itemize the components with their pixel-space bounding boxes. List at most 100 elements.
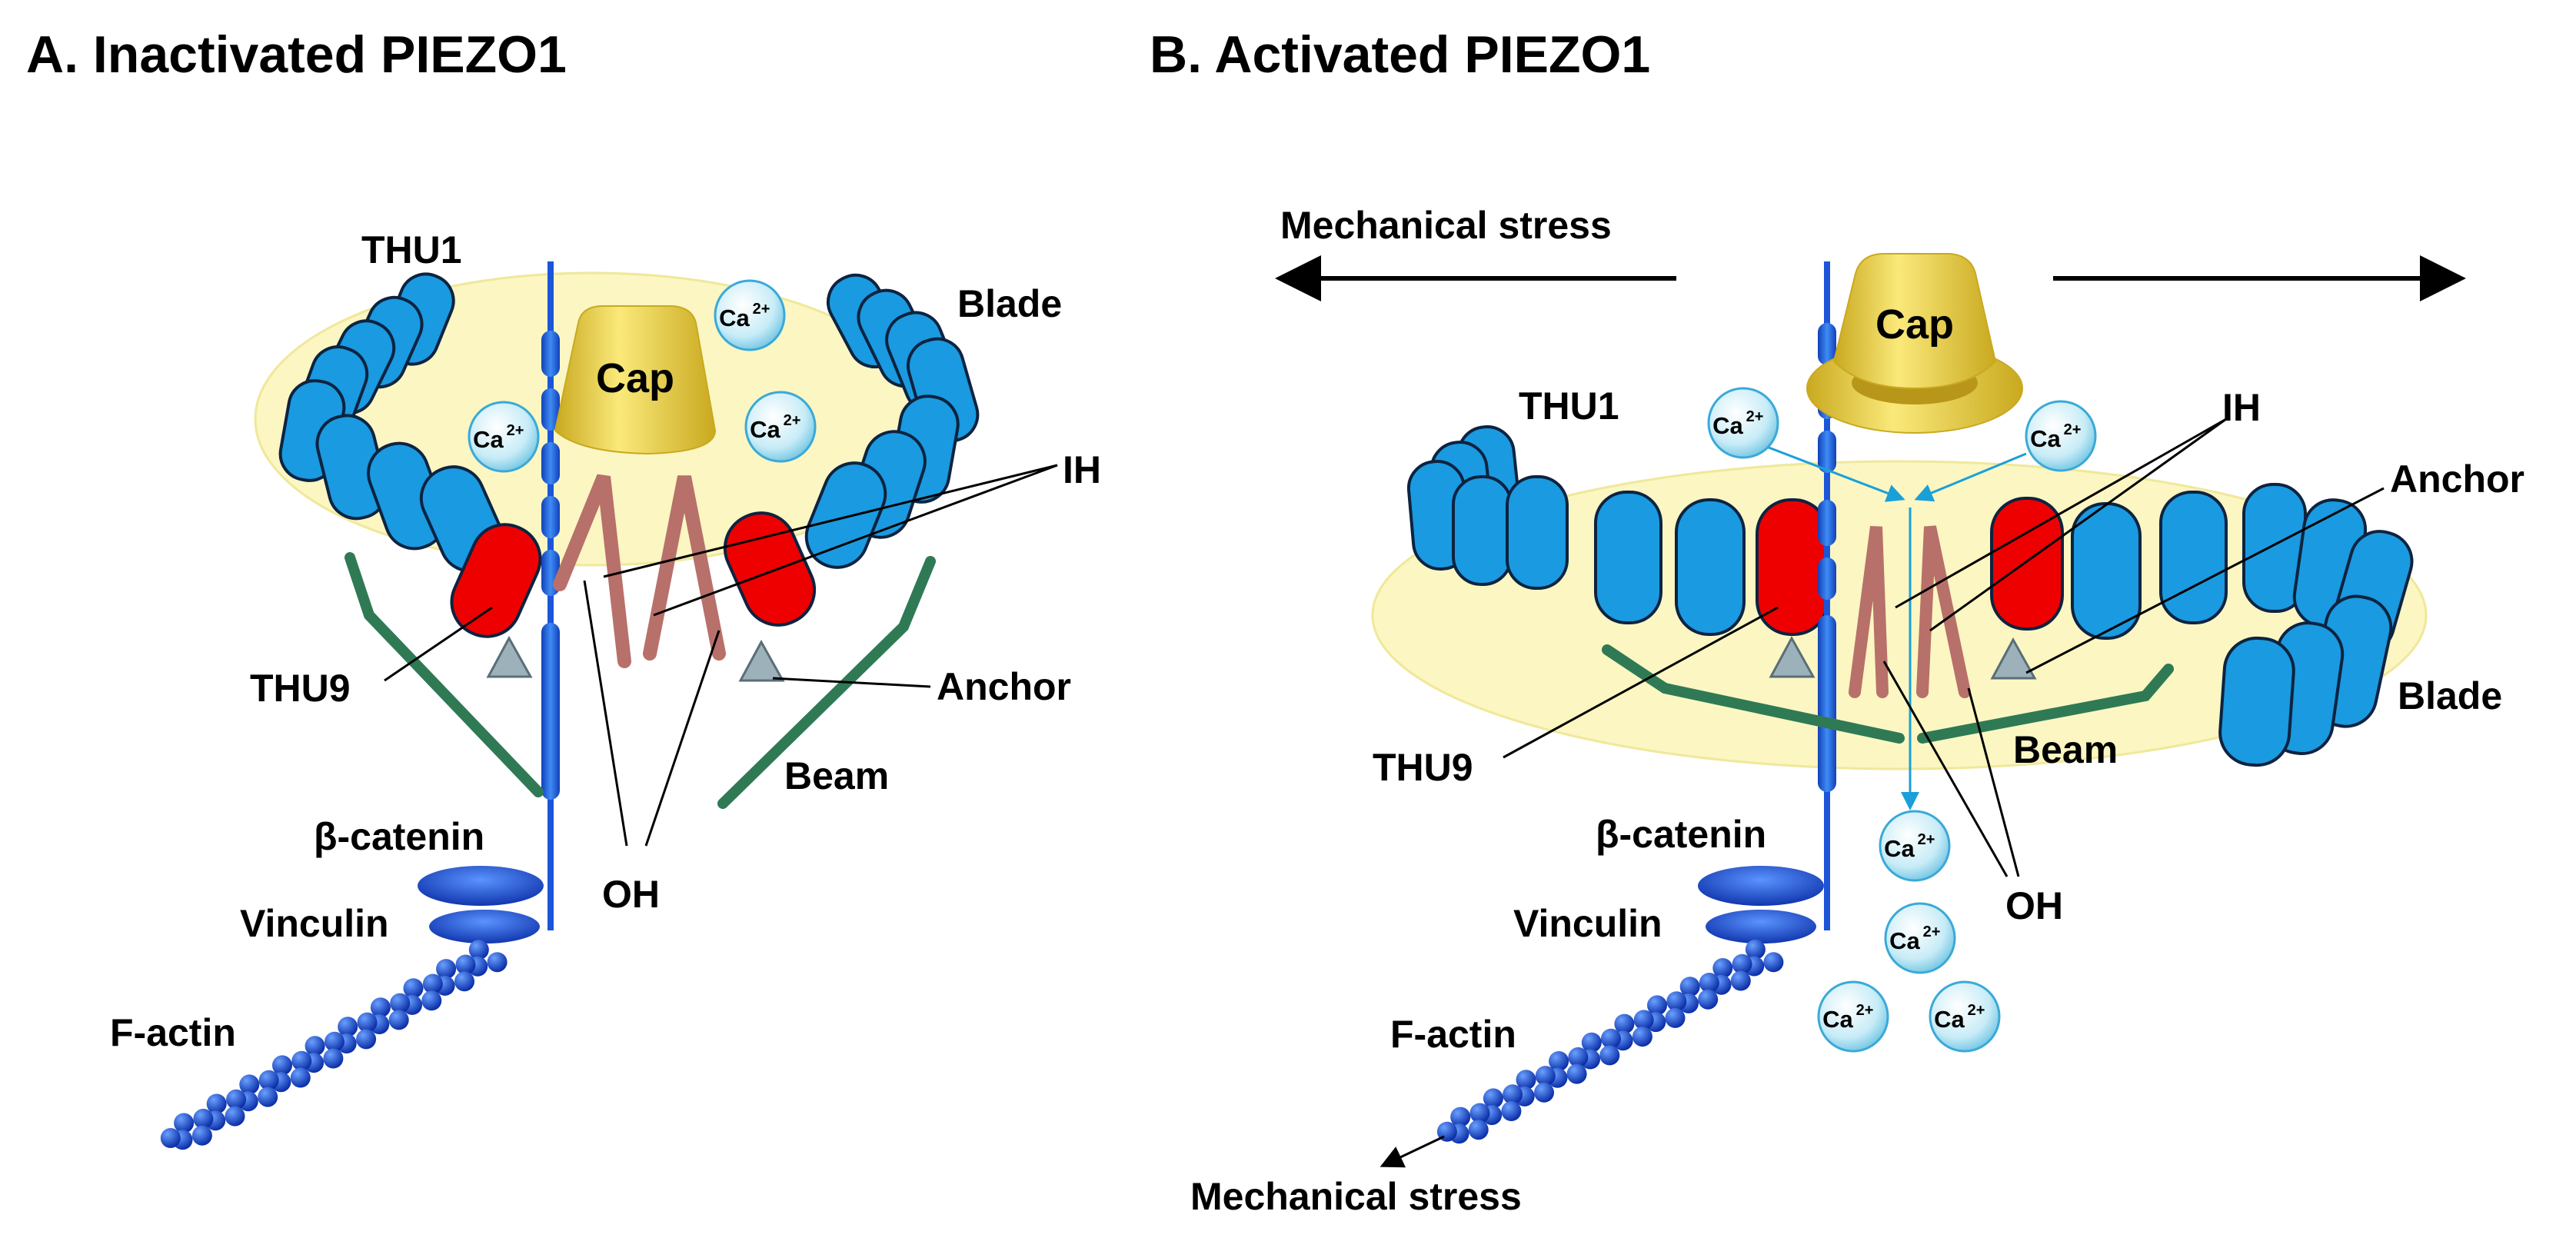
- thu9-domain-b-right: [1990, 497, 2064, 631]
- actin-bead: [338, 1017, 358, 1037]
- svg-text:Ca: Ca: [1712, 412, 1743, 439]
- ca-ion-b6: Ca 2+: [1929, 980, 2001, 1053]
- svg-text:2+: 2+: [1923, 924, 1941, 940]
- anchor-triangle-a-left: [486, 635, 533, 678]
- blade-label-b: Blade: [2398, 674, 2502, 717]
- f-actin-label-a: F-actin: [110, 1011, 236, 1054]
- svg-text:Ca: Ca: [719, 305, 750, 331]
- svg-text:Ca: Ca: [1822, 1006, 1853, 1033]
- actin-bead: [1730, 970, 1751, 991]
- svg-text:Ca: Ca: [1884, 835, 1915, 862]
- actin-bead: [1549, 1051, 1569, 1071]
- thu1-label-a: THU1: [361, 228, 462, 271]
- svg-text:2+: 2+: [2064, 421, 2082, 438]
- stress-bottom-label: Mechanical stress: [1190, 1175, 1522, 1218]
- ih-label-b: IH: [2222, 386, 2261, 429]
- actin-bead: [290, 1067, 311, 1088]
- leader-lines-b: [1503, 418, 2385, 877]
- actin-bead: [1647, 995, 1667, 1016]
- actin-bead: [421, 990, 442, 1011]
- actin-bead: [323, 1048, 344, 1069]
- actin-bead: [1745, 939, 1766, 960]
- stress-top-label: Mechanical stress: [1280, 204, 1612, 247]
- oh-label-a: OH: [602, 873, 660, 916]
- actin-bead: [1568, 1047, 1589, 1067]
- actin-bead: [487, 952, 508, 973]
- thu9-label-b: THU9: [1373, 746, 1473, 789]
- actin-bead: [1450, 1107, 1471, 1127]
- actin-bead: [291, 1050, 312, 1071]
- beta-catenin-shape-b: [1698, 866, 1824, 906]
- ca-ion-a2: Ca 2+: [468, 401, 540, 473]
- actin-bead: [1483, 1088, 1503, 1109]
- actin-bead: [1699, 973, 1719, 993]
- cap-label-b: Cap: [1875, 301, 1954, 348]
- actin-bead: [258, 1087, 278, 1107]
- thu9-label-a: THU9: [250, 667, 351, 710]
- actin-bead: [225, 1106, 245, 1127]
- actin-bead: [1581, 1032, 1602, 1053]
- actin-bead: [403, 978, 424, 999]
- stress-arrow-bottom: [1380, 1135, 1445, 1168]
- panel-b: B. Activated PIEZO1 Mechanical stress: [1150, 25, 2524, 1218]
- actin-bead: [305, 1036, 325, 1057]
- actin-bead: [1469, 1103, 1490, 1123]
- ca-ion-b5: Ca 2+: [1817, 980, 1889, 1053]
- vinculin-label-a: Vinculin: [240, 902, 389, 945]
- ca-ion-b3: Ca 2+: [1879, 810, 1951, 882]
- actin-bead: [1599, 1045, 1620, 1066]
- f-actin-chain-a: [160, 940, 508, 1150]
- beta-catenin-label-a: β-catenin: [314, 815, 484, 858]
- actin-bead: [454, 971, 474, 992]
- actin-bead: [206, 1093, 227, 1114]
- svg-text:2+: 2+: [1968, 1002, 1985, 1019]
- actin-bead: [1665, 1007, 1686, 1028]
- ion-flow-arrows: [1764, 444, 2027, 810]
- f-actin-chain-b: [1436, 939, 1784, 1144]
- actin-bead: [436, 959, 457, 980]
- svg-text:Ca: Ca: [1889, 927, 1920, 954]
- vinculin-shape-b: [1706, 910, 1816, 943]
- vinculin-label-b: Vinculin: [1513, 902, 1662, 945]
- actin-bead: [356, 1029, 377, 1050]
- ih-label-a: IH: [1063, 448, 1101, 491]
- actin-bead: [160, 1128, 181, 1148]
- anchor-triangle-b-left: [1769, 635, 1816, 678]
- helices-b: [1849, 525, 1971, 698]
- anchor-triangle-b-right: [1990, 637, 2037, 680]
- actin-bead: [1601, 1028, 1621, 1049]
- left-blade-b: [1406, 425, 1746, 636]
- actin-bead: [193, 1108, 214, 1129]
- anchor-triangle-a-right: [738, 639, 785, 682]
- svg-text:2+: 2+: [1856, 1002, 1874, 1019]
- svg-text:2+: 2+: [1746, 408, 1764, 425]
- pore-axis-b: [1818, 261, 1836, 930]
- cap-b: Cap: [1806, 253, 2023, 434]
- ca-ion-a3: Ca 2+: [744, 391, 817, 463]
- panel-a-title: A. Inactivated PIEZO1: [26, 25, 567, 84]
- actin-bead: [370, 997, 391, 1018]
- actin-bead: [455, 954, 476, 975]
- cap-label-a: Cap: [596, 355, 674, 401]
- svg-text:2+: 2+: [507, 422, 524, 439]
- svg-text:2+: 2+: [784, 412, 801, 429]
- svg-text:Ca: Ca: [1934, 1006, 1965, 1033]
- leader-lines-a: [384, 464, 1058, 847]
- svg-text:Ca: Ca: [2030, 425, 2061, 452]
- beam-a: [344, 552, 936, 809]
- actin-bead: [258, 1070, 279, 1090]
- actin-bead: [226, 1089, 247, 1110]
- actin-bead: [1632, 1027, 1652, 1047]
- actin-bead: [191, 1125, 212, 1146]
- ca-ion-b1: Ca 2+: [1707, 387, 1779, 459]
- beta-catenin-shape-a: [418, 866, 544, 906]
- blade-label-a: Blade: [957, 282, 1062, 325]
- thu9-domain-a: [450, 523, 542, 638]
- beam-b: [1602, 644, 2174, 744]
- vinculin-shape-a: [429, 910, 540, 943]
- thu1-label-b: THU1: [1519, 384, 1619, 428]
- actin-bead: [1732, 953, 1752, 974]
- actin-bead: [1535, 1066, 1556, 1087]
- actin-bead: [357, 1012, 378, 1033]
